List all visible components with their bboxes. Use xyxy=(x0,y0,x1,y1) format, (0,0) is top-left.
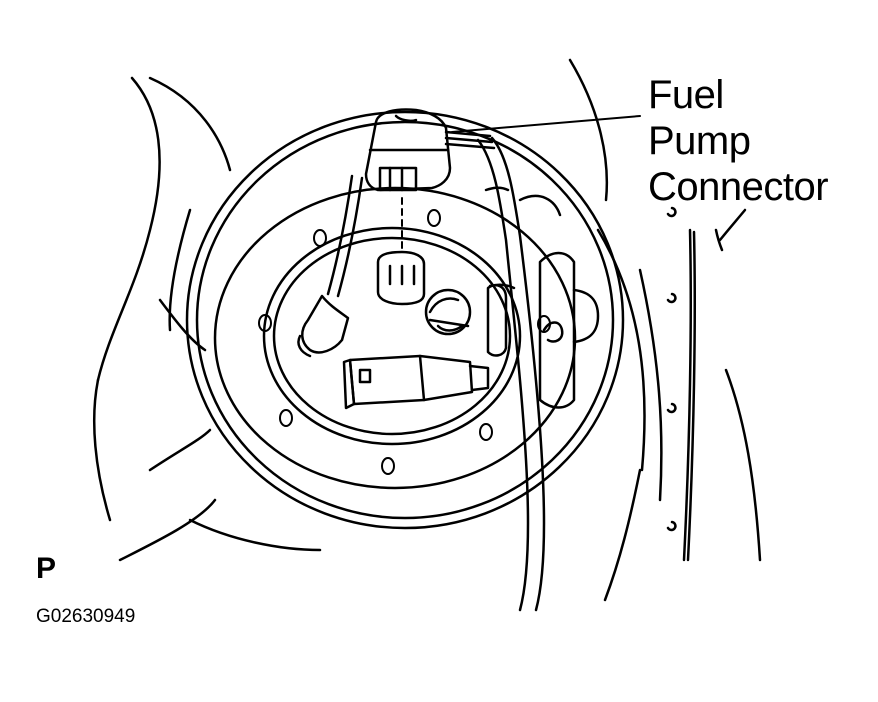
body-panel-lines xyxy=(94,60,760,600)
figure-id: G02630949 xyxy=(36,606,136,627)
return-pipe xyxy=(488,253,598,408)
left-cable xyxy=(298,176,362,356)
callout-line-1: Fuel xyxy=(648,73,724,117)
fuel-hose xyxy=(478,138,544,610)
clip-marks xyxy=(668,208,675,530)
pump-socket xyxy=(378,252,424,304)
callout-line-3: Connector xyxy=(648,165,829,209)
service-hole xyxy=(187,112,623,528)
callout-line-2: Pump xyxy=(648,119,751,163)
fuel-pump-connector xyxy=(366,110,494,191)
pump-module xyxy=(344,356,488,408)
flange-bolts xyxy=(259,210,550,474)
fuel-pump-connector-label: Fuel Pump Connector xyxy=(648,72,858,210)
float-arm xyxy=(426,290,470,334)
view-letter: P xyxy=(36,552,57,585)
callout-leader-line xyxy=(452,116,640,132)
